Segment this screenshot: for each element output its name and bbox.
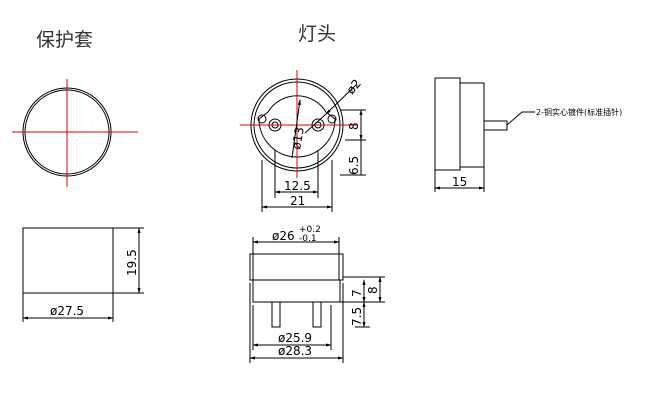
total-height-dim: 8 — [366, 286, 380, 294]
depth-dim: 15 — [452, 175, 467, 189]
tol-plus: +0.2 — [299, 225, 321, 235]
cover-title: 保护套 — [36, 29, 93, 51]
lamp-front-view: ø26 +0.2 -0.1 7 8 7.5 ø25.9 ø28.3 — [249, 225, 385, 363]
cover-diameter-dim: ø27.5 — [50, 304, 84, 318]
pin-note: 2-铜实心镀件(标准插针) — [536, 107, 622, 117]
pin-spacing-dim: 12.5 — [284, 179, 311, 193]
offset-large-dim: 6.5 — [347, 156, 361, 175]
body-height-dim: 7 — [350, 289, 364, 297]
inner-dia-dim: ø25.9 — [278, 331, 312, 345]
main-dia-dim: ø26 — [272, 229, 295, 243]
lamp-top-view: ø2 ø13 12.5 21 8 6.5 — [240, 70, 366, 212]
lamp-head-title: 灯头 — [298, 23, 336, 45]
offset-small-dim: 8 — [347, 122, 361, 130]
outer-dia-dim: ø28.3 — [278, 344, 312, 358]
pin-length-dim: 7.5 — [350, 307, 364, 326]
pcd-dim: ø13 — [289, 126, 307, 151]
cover-height-dim: 19.5 — [125, 249, 139, 276]
tol-minus: -0.1 — [299, 234, 317, 244]
cover-side-view: 19.5 ø27.5 — [22, 227, 144, 322]
cover-top-view — [12, 79, 138, 187]
width-dim: 21 — [290, 194, 305, 208]
lamp-side-view: 2-铜实心镀件(标准插针) 15 — [434, 77, 622, 192]
